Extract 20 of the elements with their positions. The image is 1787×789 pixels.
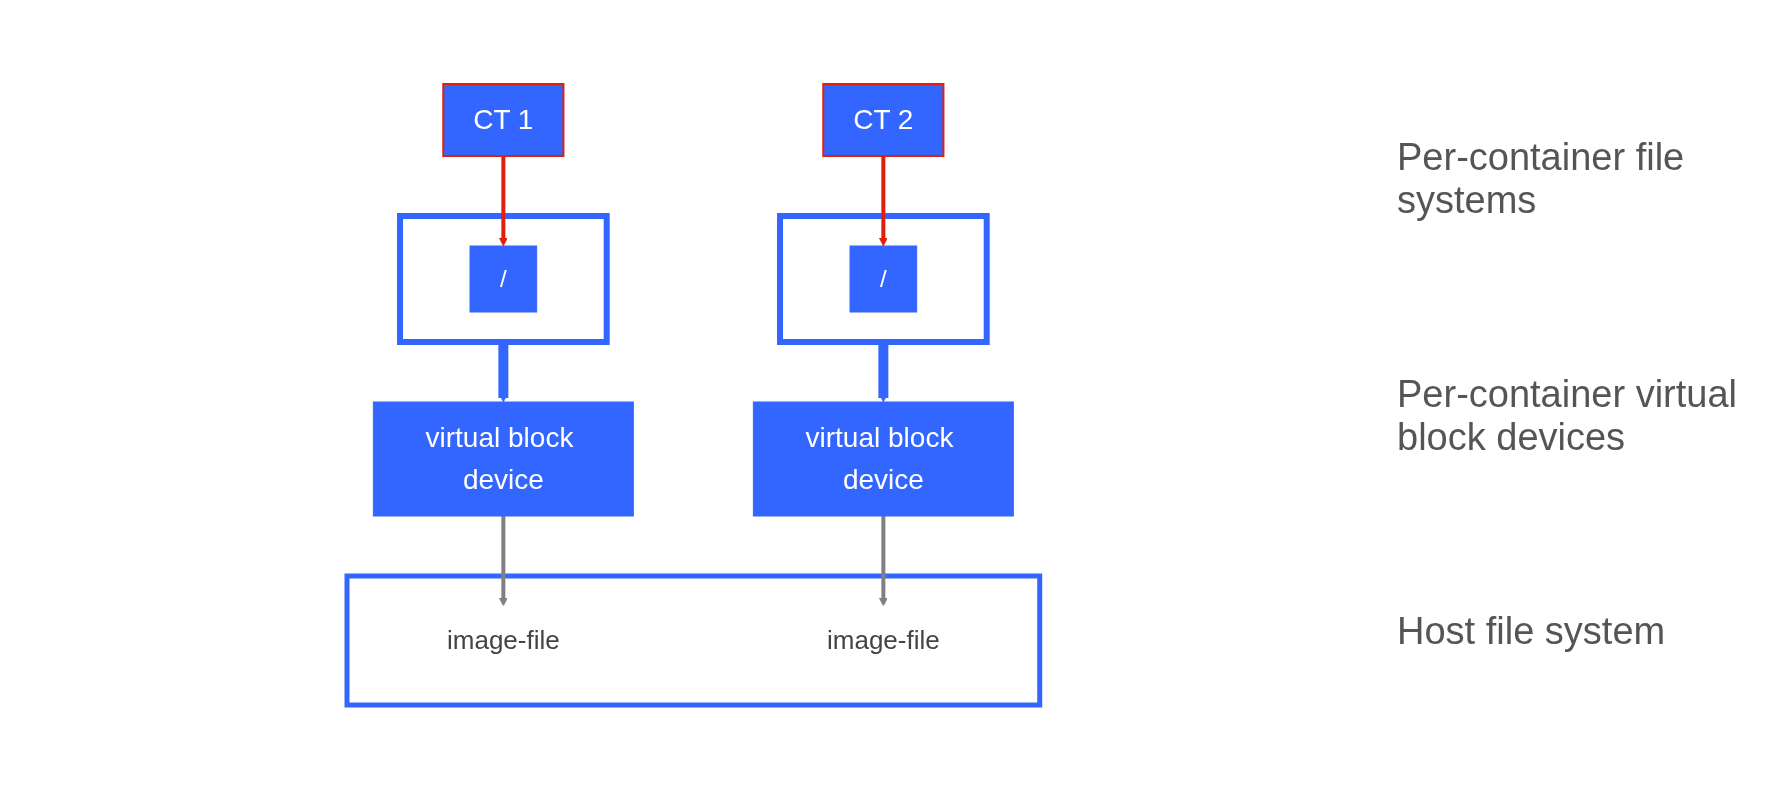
node-box: CT 1 bbox=[442, 83, 565, 157]
arrow bbox=[498, 342, 509, 403]
layer-label: Per-container file systems bbox=[1397, 135, 1686, 222]
arrow bbox=[499, 156, 508, 247]
cluster bbox=[344, 573, 1043, 708]
node-box: / bbox=[469, 245, 538, 313]
node-box: CT 2 bbox=[822, 83, 945, 157]
layer-label: Host file system bbox=[1397, 610, 1667, 654]
cluster bbox=[397, 213, 610, 345]
node-box: virtual block device bbox=[753, 401, 1014, 517]
node-box: virtual block device bbox=[373, 401, 634, 517]
arrow bbox=[879, 156, 888, 247]
node-text: image-file bbox=[827, 625, 940, 655]
arrow bbox=[879, 516, 888, 607]
cluster bbox=[777, 213, 990, 345]
node-box: / bbox=[849, 245, 918, 313]
layer-label: Per-container virtual block devices bbox=[1397, 373, 1739, 459]
arrow bbox=[499, 516, 508, 607]
node-text: image-file bbox=[447, 625, 560, 655]
arrow bbox=[878, 342, 889, 403]
